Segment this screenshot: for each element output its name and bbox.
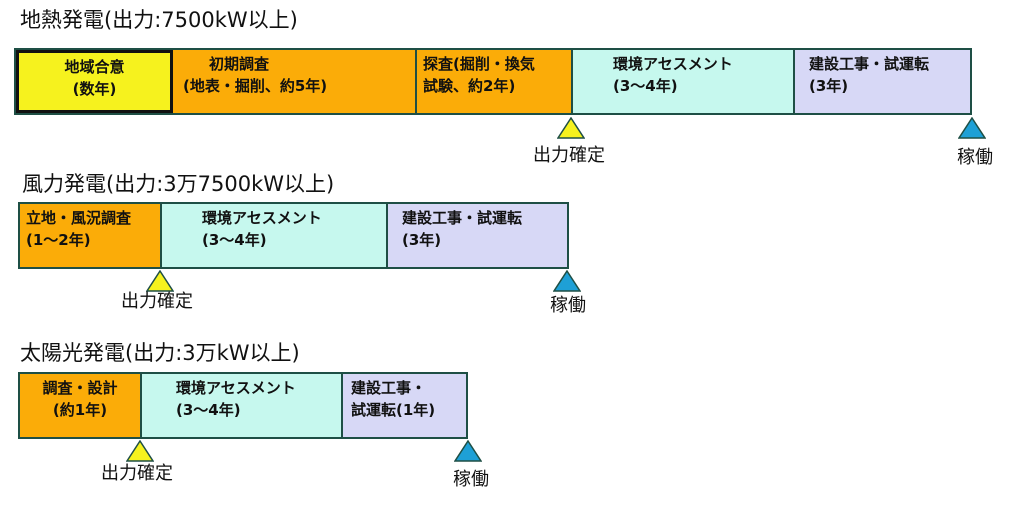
phase-label: 環境アセスメント (176, 379, 296, 397)
phase-duration: (3～4年) (176, 400, 241, 419)
phase-duration: 試運転(1年) (351, 400, 436, 419)
phase-label: 調査・設計 (42, 379, 118, 397)
phase-label: 初期調査 (209, 55, 270, 73)
phase-construction: 建設工事・試運転 (3年) (795, 50, 970, 113)
phase-duration: (3年) (809, 76, 849, 95)
operation-marker-icon (553, 270, 581, 292)
operation-label: 稼働 (453, 469, 489, 490)
geothermal-timeline-bar: 地域合意 (数年) 初期調査 (地表・掘削、約5年) 探査(掘削・換気 試験、約… (14, 48, 972, 115)
phase-environmental-assessment: 環境アセスメント (3～4年) (142, 374, 343, 437)
phase-local-consent: 地域合意 (数年) (16, 50, 173, 113)
phase-label: 地域合意 (64, 58, 125, 76)
phase-duration: (数年) (72, 79, 117, 98)
phase-duration: (約1年) (52, 400, 108, 419)
phase-environmental-assessment: 環境アセスメント (3～4年) (573, 50, 795, 113)
phase-construction: 建設工事・試運転 (3年) (388, 204, 567, 267)
phase-label: 建設工事・試運転 (402, 209, 523, 227)
output-decided-label: 出力確定 (533, 145, 605, 166)
phase-label: 建設工事・ (351, 379, 427, 397)
phase-site-wind-survey: 立地・風況調査 (1～2年) (20, 204, 162, 267)
wind-title: 風力発電(出力:3万7500kW以上) (22, 172, 335, 196)
operation-label: 稼働 (550, 295, 586, 316)
solar-title: 太陽光発電(出力:3万kW以上) (20, 341, 300, 365)
output-decided-marker-icon (557, 117, 585, 139)
wind-timeline-bar: 立地・風況調査 (1～2年) 環境アセスメント (3～4年) 建設工事・試運転 … (18, 202, 569, 269)
phase-duration: 試験、約2年) (423, 76, 516, 95)
output-decided-label: 出力確定 (101, 463, 173, 484)
phase-duration: (3～4年) (202, 230, 267, 249)
phase-exploration: 探査(掘削・換気 試験、約2年) (417, 50, 573, 113)
operation-marker-icon (958, 117, 986, 139)
phase-environmental-assessment: 環境アセスメント (3～4年) (162, 204, 388, 267)
phase-label: 立地・風況調査 (26, 209, 132, 227)
output-decided-label: 出力確定 (121, 291, 193, 312)
phase-label: 環境アセスメント (202, 209, 322, 227)
geothermal-title: 地熱発電(出力:7500kW以上) (20, 8, 298, 32)
phase-label: 探査(掘削・換気 (423, 55, 535, 73)
phase-construction: 建設工事・ 試運転(1年) (343, 374, 466, 437)
phase-initial-survey: 初期調査 (地表・掘削、約5年) (173, 50, 417, 113)
phase-label: 環境アセスメント (613, 55, 733, 73)
operation-marker-icon (454, 440, 482, 462)
output-decided-marker-icon (126, 440, 154, 462)
phase-duration: (1～2年) (26, 230, 91, 249)
solar-timeline-bar: 調査・設計 (約1年) 環境アセスメント (3～4年) 建設工事・ 試運転(1年… (18, 372, 468, 439)
phase-duration: (3～4年) (613, 76, 678, 95)
phase-duration: (3年) (402, 230, 442, 249)
operation-label: 稼働 (957, 147, 993, 168)
phase-survey-design: 調査・設計 (約1年) (20, 374, 142, 437)
phase-duration: (地表・掘削、約5年) (183, 76, 328, 95)
phase-label: 建設工事・試運転 (809, 55, 930, 73)
output-decided-marker-icon (146, 270, 174, 292)
